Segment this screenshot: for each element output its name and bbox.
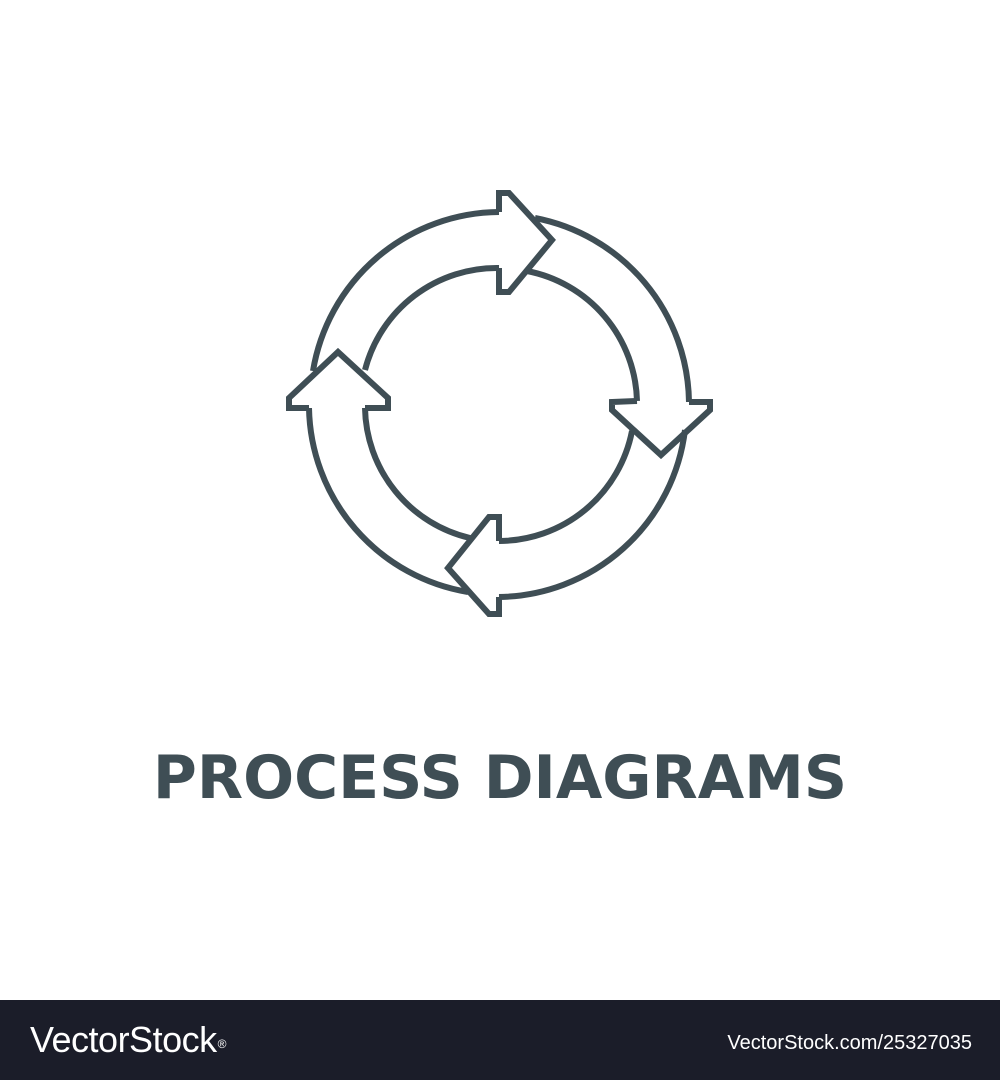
brand-name: VectorStock xyxy=(30,1019,217,1060)
footer-bar: VectorStock® VectorStock.com/25327035 xyxy=(0,1000,1000,1080)
registered-mark: ® xyxy=(217,1037,227,1051)
image-id-link[interactable]: VectorStock.com/25327035 xyxy=(727,1032,972,1054)
cycle-arrows-icon xyxy=(286,190,713,617)
page-title: PROCESS DIAGRAMS xyxy=(152,743,848,813)
brand-logo: VectorStock® xyxy=(30,1018,226,1062)
